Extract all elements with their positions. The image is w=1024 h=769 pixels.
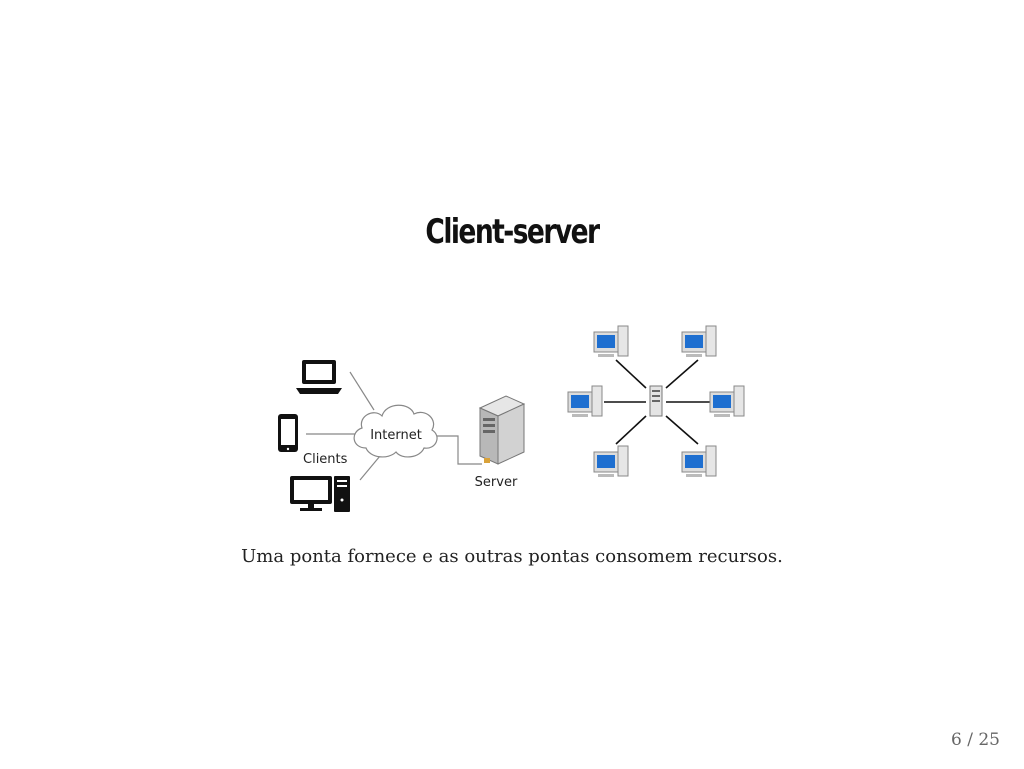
network-hub-icon [649, 385, 663, 417]
network-link [665, 415, 699, 445]
network-link [615, 359, 647, 389]
page-counter: 6 / 25 [951, 730, 1000, 750]
cloud-icon: Internet [353, 404, 438, 458]
laptop-icon [296, 360, 342, 394]
connector-line [436, 435, 482, 465]
current-page: 6 [950, 730, 962, 750]
page-separator: / [961, 730, 979, 750]
network-workstation-icon [709, 385, 745, 417]
server-icon [478, 395, 526, 465]
slide-title: Client-server [425, 212, 600, 252]
connector-line [359, 455, 381, 481]
client-server-diagram: Internet Clients Server [278, 360, 526, 512]
total-pages: 25 [978, 730, 1000, 750]
connector-line [349, 371, 375, 411]
network-link [665, 359, 699, 389]
server-label: Server [475, 475, 518, 490]
desktop-computer-icon [290, 476, 350, 512]
network-link [615, 415, 647, 445]
network-workstation-icon [681, 325, 717, 357]
network-workstation-icon [593, 445, 629, 477]
smartphone-icon [278, 414, 298, 452]
slide-caption: Uma ponta fornece e as outras pontas con… [241, 546, 783, 567]
network-workstation-icon [593, 325, 629, 357]
star-network-diagram [567, 325, 745, 477]
network-workstation-icon [681, 445, 717, 477]
clients-label: Clients [303, 452, 348, 467]
network-workstation-icon [567, 385, 603, 417]
cloud-label: Internet [370, 428, 422, 443]
